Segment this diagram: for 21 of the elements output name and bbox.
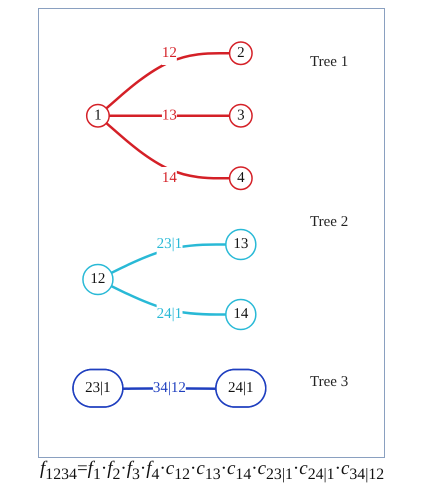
edge-label: 24|1: [156, 306, 182, 322]
edge-label: 23|1: [156, 236, 182, 252]
tree-diagram: 12 13 14 23|1 24|1 34|12 1 2 3 4 12 13 14 23|1 24|1: [64, 34, 274, 414]
edge-label: 34|12: [152, 379, 186, 396]
node-circle: [82, 263, 114, 295]
edge-label: 13: [162, 106, 176, 123]
node-circle: [86, 103, 110, 128]
edge-label: 12: [162, 44, 176, 60]
tree-label: Tree 3: [310, 374, 348, 391]
tree-label: Tree 1: [310, 54, 348, 71]
connector: [108, 114, 230, 116]
node-circle: [224, 298, 256, 330]
edge-label: 14: [162, 169, 176, 186]
tree-label: Tree 2: [310, 214, 348, 231]
node-circle: [224, 228, 256, 260]
connector: [105, 52, 230, 109]
node-circle: [228, 103, 252, 128]
node-circle: [228, 40, 252, 65]
node-circle: [228, 166, 252, 190]
connector: [105, 122, 230, 179]
formula: f$_{1234}$=f$_{1}$·f$_{2}$·f$_{3}$·f$_{4}$·c$_{12}$·c$_{13}$·c$_{14}$·c$_{23|1}$·c$_{24|1}$·c$_{34|12}$: [40, 458, 384, 484]
